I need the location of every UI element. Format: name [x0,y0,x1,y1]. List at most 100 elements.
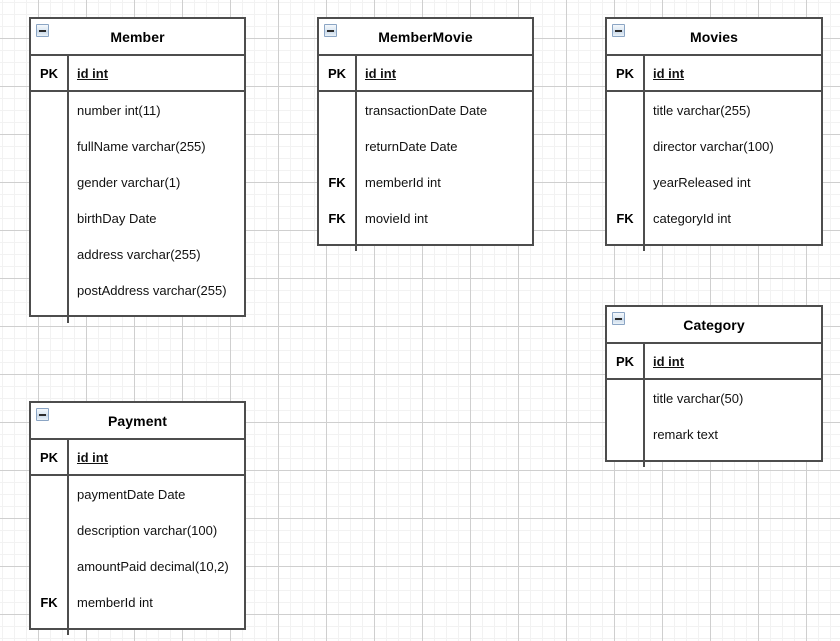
spacer-key-cell [607,452,645,467]
entity-name-label: MemberMovie [378,28,473,45]
key-badge [31,164,69,200]
attribute-row[interactable]: remark text [607,416,821,452]
key-badge-pk: PK [31,56,69,90]
table-bottom-spacer [607,452,821,467]
attribute-label: address varchar(255) [77,246,201,262]
key-badge [31,92,69,128]
entity-title-bar: Payment [31,403,244,440]
primary-key-label: id int [653,353,685,369]
attribute-row[interactable]: title varchar(255) [607,92,821,128]
key-badge [607,380,645,416]
collapse-minus-icon[interactable] [36,408,49,421]
attribute-row[interactable]: returnDate Date [319,128,532,164]
primary-key-label: id int [77,65,109,81]
minus-glyph [39,413,46,416]
spacer-key-cell [31,620,69,635]
primary-key-row[interactable]: PK id int [31,440,244,476]
spacer-key-cell [607,236,645,251]
primary-key-label: id int [77,449,109,465]
attribute-label: remark text [653,426,719,442]
attribute-label: returnDate Date [365,138,458,154]
attribute-row[interactable]: fullName varchar(255) [31,128,244,164]
primary-key-row[interactable]: PK id int [607,344,821,380]
primary-key-label: id int [365,65,397,81]
attribute-row[interactable]: postAddress varchar(255) [31,272,244,308]
key-badge [31,128,69,164]
primary-key-row[interactable]: PK id int [319,56,532,92]
primary-key-attribute: id int [357,56,532,90]
key-badge-pk: PK [607,344,645,378]
table-bottom-spacer [607,236,821,251]
table-bottom-spacer [31,308,244,323]
key-badge [31,512,69,548]
collapse-minus-icon[interactable] [324,24,337,37]
key-badge: FK [31,584,69,620]
key-badge [31,200,69,236]
key-badge [607,128,645,164]
attribute-label: fullName varchar(255) [77,138,206,154]
primary-key-row[interactable]: PK id int [31,56,244,92]
attribute-label: paymentDate Date [77,486,186,502]
attribute-row[interactable]: amountPaid decimal(10,2) [31,548,244,584]
key-badge-pk: PK [607,56,645,90]
primary-key-attribute: id int [645,56,821,90]
minus-glyph [615,317,622,320]
entity-name-label: Movies [689,28,739,45]
attribute-label: director varchar(100) [653,138,774,154]
attribute-row[interactable]: gender varchar(1) [31,164,244,200]
table-bottom-spacer [31,620,244,635]
attribute-row[interactable]: transactionDate Date [319,92,532,128]
attribute-row[interactable]: director varchar(100) [607,128,821,164]
key-badge [319,128,357,164]
collapse-minus-icon[interactable] [612,312,625,325]
spacer-attr-cell [69,620,244,635]
minus-glyph [327,29,334,32]
collapse-minus-icon[interactable] [36,24,49,37]
primary-key-attribute: id int [645,344,821,378]
key-badge [31,272,69,308]
attribute-label: title varchar(50) [653,390,744,406]
key-badge [607,416,645,452]
attribute-row[interactable]: birthDay Date [31,200,244,236]
attribute-label: categoryId int [653,210,732,226]
attribute-row[interactable]: number int(11) [31,92,244,128]
spacer-attr-cell [69,308,244,323]
attribute-row[interactable]: title varchar(50) [607,380,821,416]
spacer-attr-cell [645,452,821,467]
primary-key-attribute: id int [69,56,244,90]
attribute-row[interactable]: address varchar(255) [31,236,244,272]
attribute-row[interactable]: paymentDate Date [31,476,244,512]
key-badge [31,476,69,512]
attribute-label: memberId int [365,174,441,190]
attribute-row[interactable]: description varchar(100) [31,512,244,548]
key-badge [319,92,357,128]
key-badge-pk: PK [31,440,69,474]
attribute-row[interactable]: yearReleased int [607,164,821,200]
primary-key-row[interactable]: PK id int [607,56,821,92]
collapse-minus-icon[interactable] [612,24,625,37]
attribute-label: postAddress varchar(255) [77,282,227,298]
entity-name-label: Category [683,316,745,333]
entity-title-bar: MemberMovie [319,19,532,56]
key-badge-pk: PK [319,56,357,90]
entity-name-label: Member [110,28,165,45]
key-badge [607,164,645,200]
spacer-key-cell [319,236,357,251]
spacer-attr-cell [645,236,821,251]
primary-key-attribute: id int [69,440,244,474]
primary-key-label: id int [653,65,685,81]
attribute-label: number int(11) [77,102,161,118]
attribute-label: gender varchar(1) [77,174,181,190]
entity-title-bar: Category [607,307,821,344]
attribute-label: description varchar(100) [77,522,218,538]
entity-title-bar: Member [31,19,244,56]
